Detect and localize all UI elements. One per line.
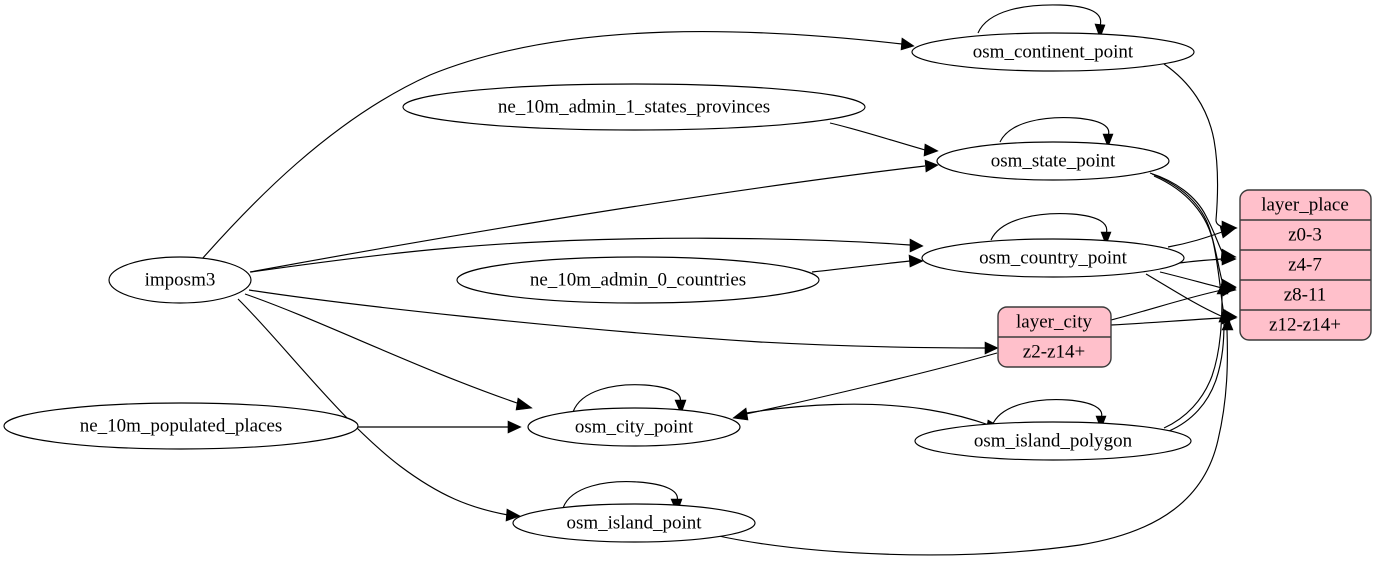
arrowhead-islandpoint-z12 bbox=[1221, 317, 1234, 331]
edge-country-to-layerplace-z47 bbox=[1178, 258, 1223, 264]
record-row-layer-place-z0-3[interactable]: z0-3 bbox=[1288, 224, 1322, 245]
selfloop-osm-country-point bbox=[990, 213, 1108, 241]
edge-layercity-to-layerplace-z811 bbox=[1110, 289, 1223, 321]
record-node-layer: layer_place z0-3 z4-7 z8-11 z12-z14+ lay… bbox=[997, 189, 1372, 368]
node-osm-country-point[interactable]: osm_country_point bbox=[921, 238, 1185, 278]
selfloop-osm-state-point bbox=[999, 117, 1110, 143]
record-row-layer-place-title: layer_place bbox=[1261, 194, 1349, 215]
edge-imposm3-to-osm-continent-point bbox=[201, 30, 903, 260]
record-node-layer-city[interactable]: layer_city z2-z14+ bbox=[997, 306, 1112, 368]
selfloop-osm-city-point bbox=[572, 384, 681, 413]
node-label-osm-state-point: osm_state_point bbox=[991, 150, 1116, 171]
edge-imposm3-to-layercity bbox=[248, 289, 986, 349]
record-row-layer-place-z4-7[interactable]: z4-7 bbox=[1288, 254, 1322, 275]
edge-ne-admin0-to-osm-country-point bbox=[811, 260, 911, 273]
arrowhead-imposm3-island-point bbox=[505, 508, 521, 522]
edge-state-to-layerplace-z47 bbox=[1149, 172, 1224, 255]
node-osm-continent-point[interactable]: osm_continent_point bbox=[911, 32, 1195, 72]
arrowhead-country-z03 bbox=[1219, 225, 1237, 239]
edge-islandpolygon-to-layerplace-z12 bbox=[1168, 321, 1225, 432]
node-label-ne-10m-admin-0-countries: ne_10m_admin_0_countries bbox=[530, 269, 746, 290]
arrowhead-islandpolygon-z811 bbox=[1216, 281, 1229, 295]
edge-imposm3-to-osm-island-point bbox=[237, 298, 509, 516]
arrowhead-selfloop-continent bbox=[1094, 23, 1106, 39]
edge-country-to-layerplace-z811 bbox=[1159, 271, 1223, 289]
arrowhead-imposm3-continent bbox=[900, 37, 915, 51]
node-imposm3[interactable]: imposm3 bbox=[108, 256, 252, 304]
arrowhead-neadmin0-country bbox=[908, 254, 924, 268]
arrowhead-imposm3-layercity bbox=[984, 341, 999, 355]
selfloop-osm-continent-point bbox=[977, 4, 1102, 34]
edge-country-to-layerplace-z12 bbox=[1145, 273, 1222, 317]
arrowhead-selfloop-country bbox=[1100, 231, 1112, 246]
arrowhead-selfloop-state bbox=[1102, 133, 1114, 148]
node-ne-10m-admin-1-states-provinces[interactable]: ne_10m_admin_1_states_provinces bbox=[402, 83, 866, 131]
node-osm-island-point[interactable]: osm_island_point bbox=[512, 503, 756, 543]
node-label-osm-island-point: osm_island_point bbox=[566, 512, 702, 533]
arrowhead-imposm3-city bbox=[515, 397, 533, 411]
arrowhead-selfloop-city bbox=[674, 399, 687, 415]
arrowhead-neadmin1-state bbox=[923, 143, 939, 157]
node-label-ne-10m-admin-1-states-provinces: ne_10m_admin_1_states_provinces bbox=[498, 96, 770, 117]
edge-layercity-z2-to-osm-city-point bbox=[745, 352, 998, 415]
node-label-osm-country-point: osm_country_point bbox=[979, 247, 1127, 268]
record-row-layer-city-z2-z14[interactable]: z2-z14+ bbox=[1023, 341, 1085, 362]
node-layer: imposm3 ne_10m_populated_places ne_10m_a… bbox=[3, 32, 1195, 543]
arrowhead-imposm3-country bbox=[909, 238, 924, 253]
node-label-osm-island-polygon: osm_island_polygon bbox=[974, 430, 1133, 451]
edge-state-to-layerplace-z12 bbox=[1153, 175, 1225, 315]
node-osm-city-point[interactable]: osm_city_point bbox=[527, 407, 741, 447]
edge-ne-admin1-to-osm-state-point bbox=[829, 122, 926, 151]
edge-islandpolygon-to-layerplace-z811 bbox=[1163, 293, 1223, 429]
edge-osmcity-to-osm-island-polygon bbox=[739, 403, 993, 427]
arrowhead-country-z47 bbox=[1221, 252, 1237, 266]
edge-country-to-layerplace-z03 bbox=[1167, 231, 1223, 248]
node-osm-state-point[interactable]: osm_state_point bbox=[936, 141, 1170, 181]
node-ne-10m-populated-places[interactable]: ne_10m_populated_places bbox=[3, 402, 359, 450]
record-node-layer-place[interactable]: layer_place z0-3 z4-7 z8-11 z12-z14+ bbox=[1239, 189, 1372, 341]
node-label-imposm3: imposm3 bbox=[145, 269, 216, 290]
node-label-osm-continent-point: osm_continent_point bbox=[973, 41, 1134, 62]
selfloop-osm-island-polygon bbox=[991, 399, 1103, 427]
edge-imposm3-to-osm-state-point bbox=[249, 165, 926, 273]
edge-continent-to-layerplace-z03 bbox=[1163, 63, 1219, 221]
record-row-layer-place-z12-z14[interactable]: z12-z14+ bbox=[1269, 314, 1341, 335]
record-row-layer-place-z8-11[interactable]: z8-11 bbox=[1284, 284, 1327, 305]
arrowhead-nepop-city bbox=[507, 420, 522, 434]
selfloop-osm-island-point bbox=[562, 481, 678, 509]
arrowhead-imposm3-state bbox=[924, 159, 939, 173]
edge-imposm3-to-osm-country-point bbox=[250, 237, 911, 273]
node-ne-10m-admin-0-countries[interactable]: ne_10m_admin_0_countries bbox=[456, 256, 820, 304]
edge-layercity-to-layerplace-z12 bbox=[1110, 317, 1223, 326]
node-label-ne-10m-populated-places: ne_10m_populated_places bbox=[80, 415, 283, 436]
node-label-osm-city-point: osm_city_point bbox=[575, 416, 694, 437]
edge-islandpoint-to-layerplace-z12 bbox=[713, 329, 1228, 556]
edge-imposm3-to-osm-city-point bbox=[244, 293, 521, 405]
node-osm-island-polygon[interactable]: osm_island_polygon bbox=[914, 421, 1192, 461]
edge-layer bbox=[201, 4, 1238, 556]
record-row-layer-city-title: layer_city bbox=[1016, 311, 1092, 332]
